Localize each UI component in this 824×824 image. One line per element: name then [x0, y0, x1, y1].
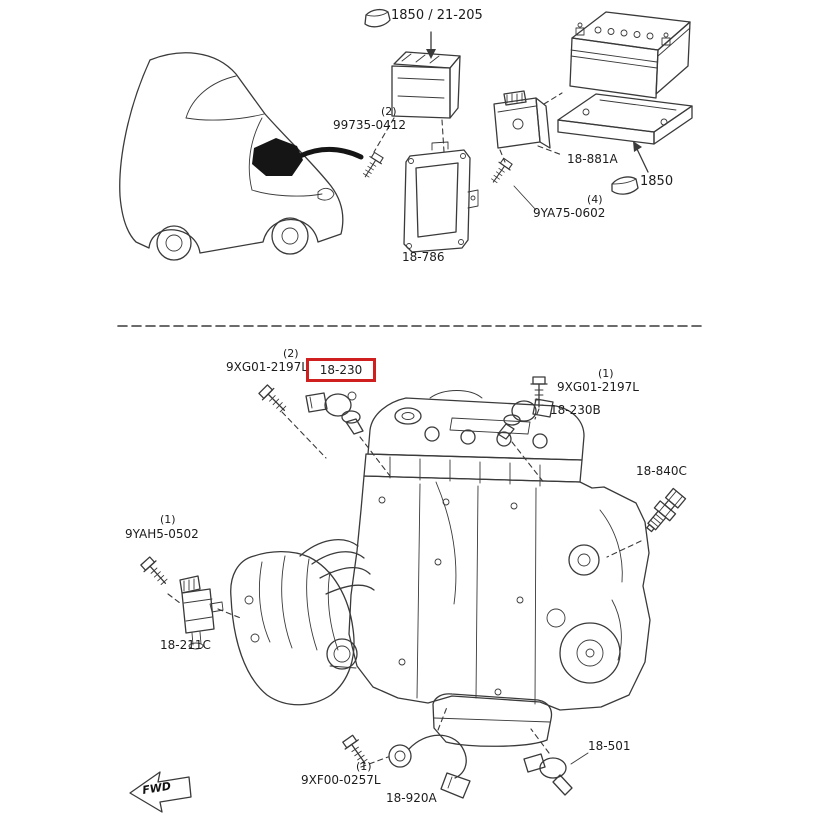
part-label-18-230-highlighted[interactable]: 18-230 [306, 358, 376, 382]
engine-illustration [230, 390, 651, 747]
knock-sensor-illustration-18-920A [388, 734, 471, 799]
fwd-label: FWD [141, 780, 171, 797]
screw-icon-99735 [358, 150, 386, 181]
qty-label-9YAH5: (1) [160, 513, 176, 526]
qty-label-9XG01-left: (2) [283, 347, 299, 360]
part-label-9YAH5-0502[interactable]: 9YAH5-0502 [125, 527, 199, 541]
leader-module-label [537, 145, 563, 156]
part-label-9XG01-2197L-right[interactable]: 9XG01-2197L [557, 380, 639, 394]
valve-illustration-18-211C [179, 575, 224, 650]
part-label-9YA75-0602[interactable]: 9YA75-0602 [533, 206, 606, 220]
part-label-18-881A[interactable]: 18-881A [567, 152, 618, 166]
part-label-99735-0412[interactable]: 99735-0412 [333, 118, 407, 132]
car-location-illustration [119, 52, 364, 261]
part-label-1850-21-205[interactable]: 1850 / 21-205 [391, 8, 483, 23]
clip-icon-top [364, 8, 391, 28]
leader-18230B-engine [511, 441, 546, 485]
cam-sensor-illustration-18-230B [497, 398, 554, 440]
bolt-icon-9XG01-left [256, 382, 291, 417]
leader-18840C-engine [606, 540, 642, 558]
sensor-illustration-18-840C [646, 487, 687, 533]
cam-sensor-illustration-18-230 [305, 391, 364, 435]
screw-icon-9YA75 [487, 156, 515, 187]
qty-label-99735: (2) [381, 105, 397, 118]
bolt-icon-9XG01-right [530, 376, 548, 408]
leader-bolt-9YAH5 [167, 593, 181, 604]
part-label-1850[interactable]: 1850 [640, 174, 674, 189]
leader-module-battery [543, 92, 563, 105]
battery-arrow-icon [633, 141, 649, 173]
leader-ecu-bracket [441, 119, 445, 153]
ecu-module-illustration [391, 51, 461, 119]
fwd-arrow: FWD [129, 771, 192, 813]
leader-18211C-engine [217, 608, 244, 620]
leader-18501-label [570, 752, 589, 765]
bolt-icon-9YAH5 [138, 555, 172, 590]
bracket-illustration-18-786 [403, 141, 479, 253]
down-arrow-icon [426, 31, 436, 59]
battery-tray-illustration [557, 93, 693, 145]
leader-ecu-screw [373, 117, 395, 153]
part-label-18-920A[interactable]: 18-920A [386, 791, 437, 805]
part-label-9XG01-2197L-left[interactable]: 9XG01-2197L [226, 360, 308, 374]
part-label-18-230B[interactable]: 18-230B [550, 403, 601, 417]
leader-9YA75-label [513, 185, 537, 211]
qty-label-9YA75: (4) [587, 193, 603, 206]
module-illustration-18-881A [493, 90, 551, 149]
leader-knock-engine [437, 706, 448, 731]
qty-label-9XG01-right: (1) [598, 367, 614, 380]
part-label-18-840C[interactable]: 18-840C [636, 464, 687, 478]
part-label-18-501[interactable]: 18-501 [588, 739, 631, 753]
leader-18501-engine [530, 728, 550, 754]
part-label-18-786[interactable]: 18-786 [402, 250, 445, 264]
leader-module-screw [499, 149, 506, 163]
leader-bolt-left-engine [281, 411, 327, 459]
part-label-9XF00-0257L[interactable]: 9XF00-0257L [301, 773, 381, 787]
leader-bolt-knock [360, 756, 389, 768]
leader-18230-engine [359, 436, 391, 477]
battery-illustration [569, 11, 691, 99]
clip-icon-1850 [611, 176, 639, 195]
part-label-18-211C[interactable]: 18-211C [160, 638, 211, 652]
leader-bolt-right-sensor [534, 408, 540, 420]
crank-sensor-illustration-18-501 [523, 753, 573, 796]
qty-label-9XF00: (1) [356, 760, 372, 773]
